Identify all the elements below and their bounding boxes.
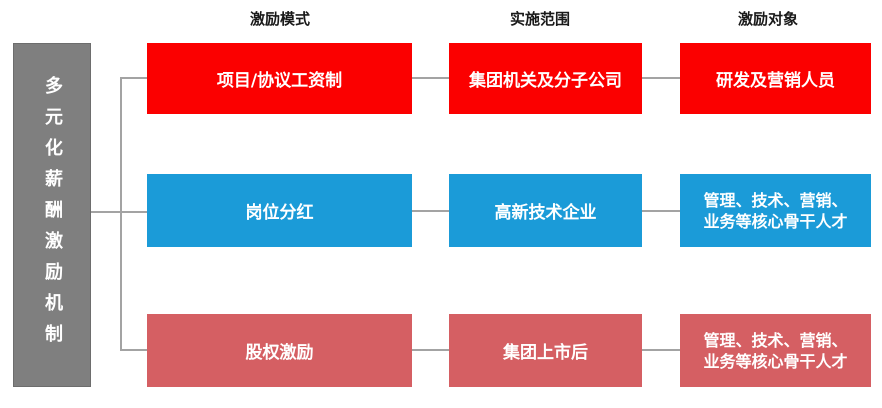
node-row1-mode: 项目/协议工资制 <box>147 43 412 114</box>
connector-line-row3-scope-target <box>642 349 680 351</box>
connector-line-row2-scope-target <box>642 210 680 212</box>
connector-line-spine <box>120 78 122 351</box>
connector-line-row3-mode-scope <box>412 349 449 351</box>
connector-line-root-to-row2 <box>91 211 147 213</box>
node-row2-scope: 高新技术企业 <box>449 174 642 247</box>
connector-line-row2-mode-scope <box>412 210 449 212</box>
node-row3-mode: 股权激励 <box>147 314 412 387</box>
node-row3-target: 管理、技术、营销、 业务等核心骨干人才 <box>680 314 871 387</box>
root-node: 多元化薪酬激励机制 <box>13 43 91 387</box>
node-row1-target: 研发及营销人员 <box>680 43 871 114</box>
node-row3-scope: 集团上市后 <box>449 314 642 387</box>
node-row2-target: 管理、技术、营销、 业务等核心骨干人才 <box>680 174 871 247</box>
connector-line-row1-mode-scope <box>412 77 449 79</box>
connector-line-branch-row1 <box>120 77 147 79</box>
connector-line-branch-row3 <box>120 349 147 351</box>
root-node-label: 多元化薪酬激励机制 <box>42 75 63 355</box>
node-row1-scope: 集团机关及分子公司 <box>449 43 642 114</box>
column-header-mode: 激励模式 <box>249 10 311 28</box>
column-header-scope: 实施范围 <box>509 10 571 28</box>
node-row2-mode: 岗位分红 <box>147 174 412 247</box>
connector-line-row1-scope-target <box>642 77 680 79</box>
column-header-target: 激励对象 <box>737 10 799 28</box>
